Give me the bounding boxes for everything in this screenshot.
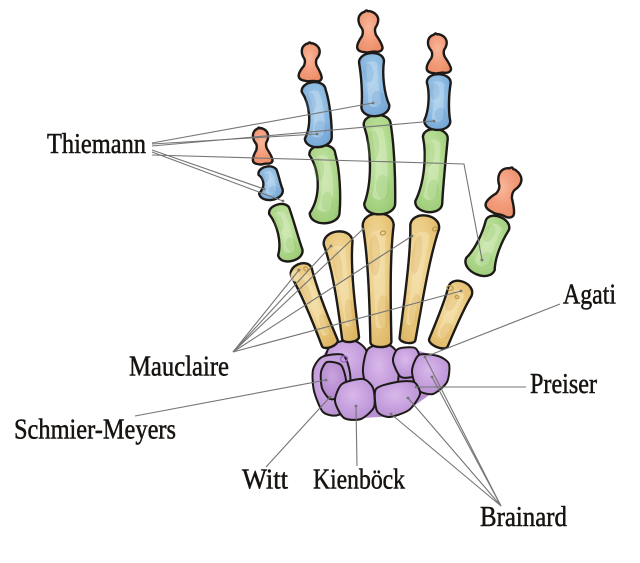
svg-text:Mauclaire: Mauclaire [129,351,229,383]
svg-text:Kienböck: Kienböck [313,464,405,496]
svg-text:Brainard: Brainard [480,501,567,533]
svg-text:Schmier-Meyers: Schmier-Meyers [14,414,176,446]
svg-text:Thiemann: Thiemann [47,128,146,160]
svg-text:Agati: Agati [563,279,616,311]
svg-text:Witt: Witt [242,464,288,496]
svg-text:Preiser: Preiser [530,368,597,400]
